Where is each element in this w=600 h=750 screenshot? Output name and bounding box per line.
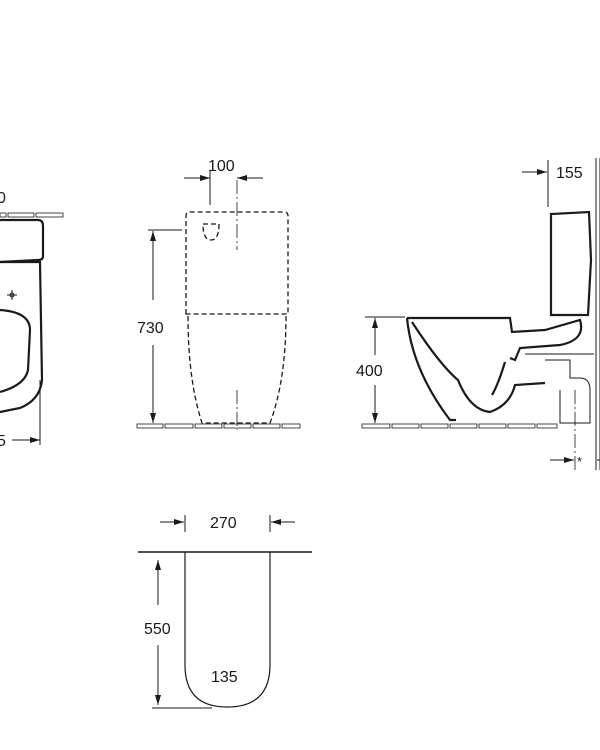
dimension-label: 5 (0, 433, 6, 450)
bowl-section (405, 317, 546, 422)
top-view: 0 5 (0, 190, 64, 450)
dimension-label: 550 (144, 621, 171, 638)
crosshair-icon (7, 290, 17, 300)
body-hidden-outline (187, 315, 287, 424)
dimension-label: 730 (137, 320, 164, 337)
floor-tiles (136, 423, 301, 429)
dimension-label: 100 (208, 158, 235, 175)
wall-space-view: 270 550 135 (138, 515, 312, 709)
tank-section (549, 210, 593, 317)
inlet-hidden (202, 223, 220, 241)
side-view: 400 155 * (356, 158, 600, 470)
front-view: 100 730 (136, 158, 301, 430)
dimension-label: 0 (0, 190, 6, 207)
bowl-rim-section (407, 316, 583, 362)
floor-tiles (361, 423, 558, 429)
dimension-label: 155 (556, 165, 583, 182)
wall-tiles (0, 212, 64, 218)
bowl-outline (0, 260, 44, 414)
tank-outline (0, 218, 45, 264)
dimension-label: 135 (211, 669, 238, 686)
outlet-connector (525, 353, 594, 424)
wall-space-outline (184, 552, 271, 708)
trap-section (491, 361, 507, 396)
tank-hidden-outline (185, 211, 289, 315)
dimension-label: 270 (210, 515, 237, 532)
wall (595, 158, 600, 470)
footnote-marker: * (577, 454, 582, 469)
seat-outline (0, 308, 32, 394)
dimension-label: 400 (356, 363, 383, 380)
